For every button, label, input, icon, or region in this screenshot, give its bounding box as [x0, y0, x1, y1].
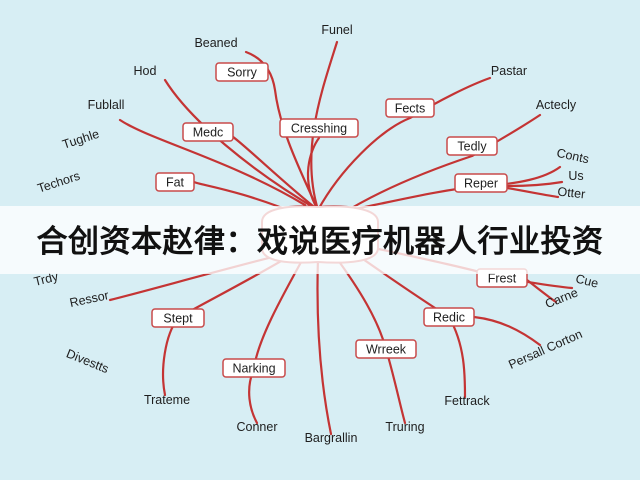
node-label: Sorry: [227, 66, 258, 80]
node-box: [446, 136, 498, 156]
label-trdy: Trdy: [32, 269, 60, 289]
label-fettrack: Fettrack: [444, 394, 490, 408]
node-tedly: Tedly: [446, 136, 498, 156]
label-cue: Cue: [574, 272, 600, 291]
node-label: Medc: [193, 126, 224, 140]
label-trateme: Trateme: [144, 393, 190, 407]
node-fects: Fects: [385, 98, 435, 118]
node-box: [385, 98, 435, 118]
label-techors: Techors: [36, 169, 82, 196]
node-label: Fects: [395, 102, 426, 116]
node-label: Redic: [433, 311, 465, 325]
label-otter: Otter: [557, 185, 586, 202]
node-fat: Fat: [155, 172, 195, 192]
node-label: Fat: [166, 176, 185, 190]
label-funel: Funel: [321, 23, 352, 37]
node-reper: Reper: [454, 173, 508, 193]
node-box: [423, 307, 475, 327]
node-label: Frest: [488, 272, 517, 286]
title-banner: [0, 206, 640, 274]
node-box: [454, 173, 508, 193]
node-box: [215, 62, 269, 82]
node-box: [182, 122, 234, 142]
node-label: Cresshing: [291, 122, 347, 136]
node-box: [151, 308, 205, 328]
node-wrreek: Wrreek: [355, 339, 417, 359]
label-pastar: Pastar: [491, 64, 527, 78]
banner-title: 合创资本赵律：戏说医疗机器人行业投资: [36, 224, 604, 260]
node-label: Reper: [464, 177, 498, 191]
node-medc: Medc: [182, 122, 234, 142]
node-label: Narking: [232, 362, 275, 376]
node-box: [222, 358, 286, 378]
label-truring: Truring: [385, 420, 424, 434]
label-fublall: Fublall: [88, 98, 125, 112]
node-stept: Stept: [151, 308, 205, 328]
node-label: Wrreek: [366, 343, 407, 357]
node-narking: Narking: [222, 358, 286, 378]
label-persall: Persall Corton: [506, 327, 584, 372]
node-cresshing: Cresshing: [279, 118, 359, 138]
node-label: Tedly: [457, 140, 487, 154]
label-tughle: Tughle: [61, 127, 101, 152]
label-divestts: Divestts: [64, 346, 110, 376]
node-box: [155, 172, 195, 192]
node-label: Stept: [163, 312, 193, 326]
label-us: Us: [568, 169, 583, 183]
node-box: [355, 339, 417, 359]
label-conts: Conts: [555, 146, 590, 166]
label-carne: Carne: [543, 285, 580, 311]
node-sorry: Sorry: [215, 62, 269, 82]
label-conner: Conner: [237, 420, 278, 434]
label-hod: Hod: [134, 64, 157, 78]
label-actecly: Actecly: [536, 98, 577, 112]
node-redic: Redic: [423, 307, 475, 327]
label-beaned: Beaned: [194, 36, 237, 50]
label-resser: Ressor: [68, 288, 110, 310]
node-box: [279, 118, 359, 138]
label-bargrallin: Bargrallin: [305, 431, 358, 445]
